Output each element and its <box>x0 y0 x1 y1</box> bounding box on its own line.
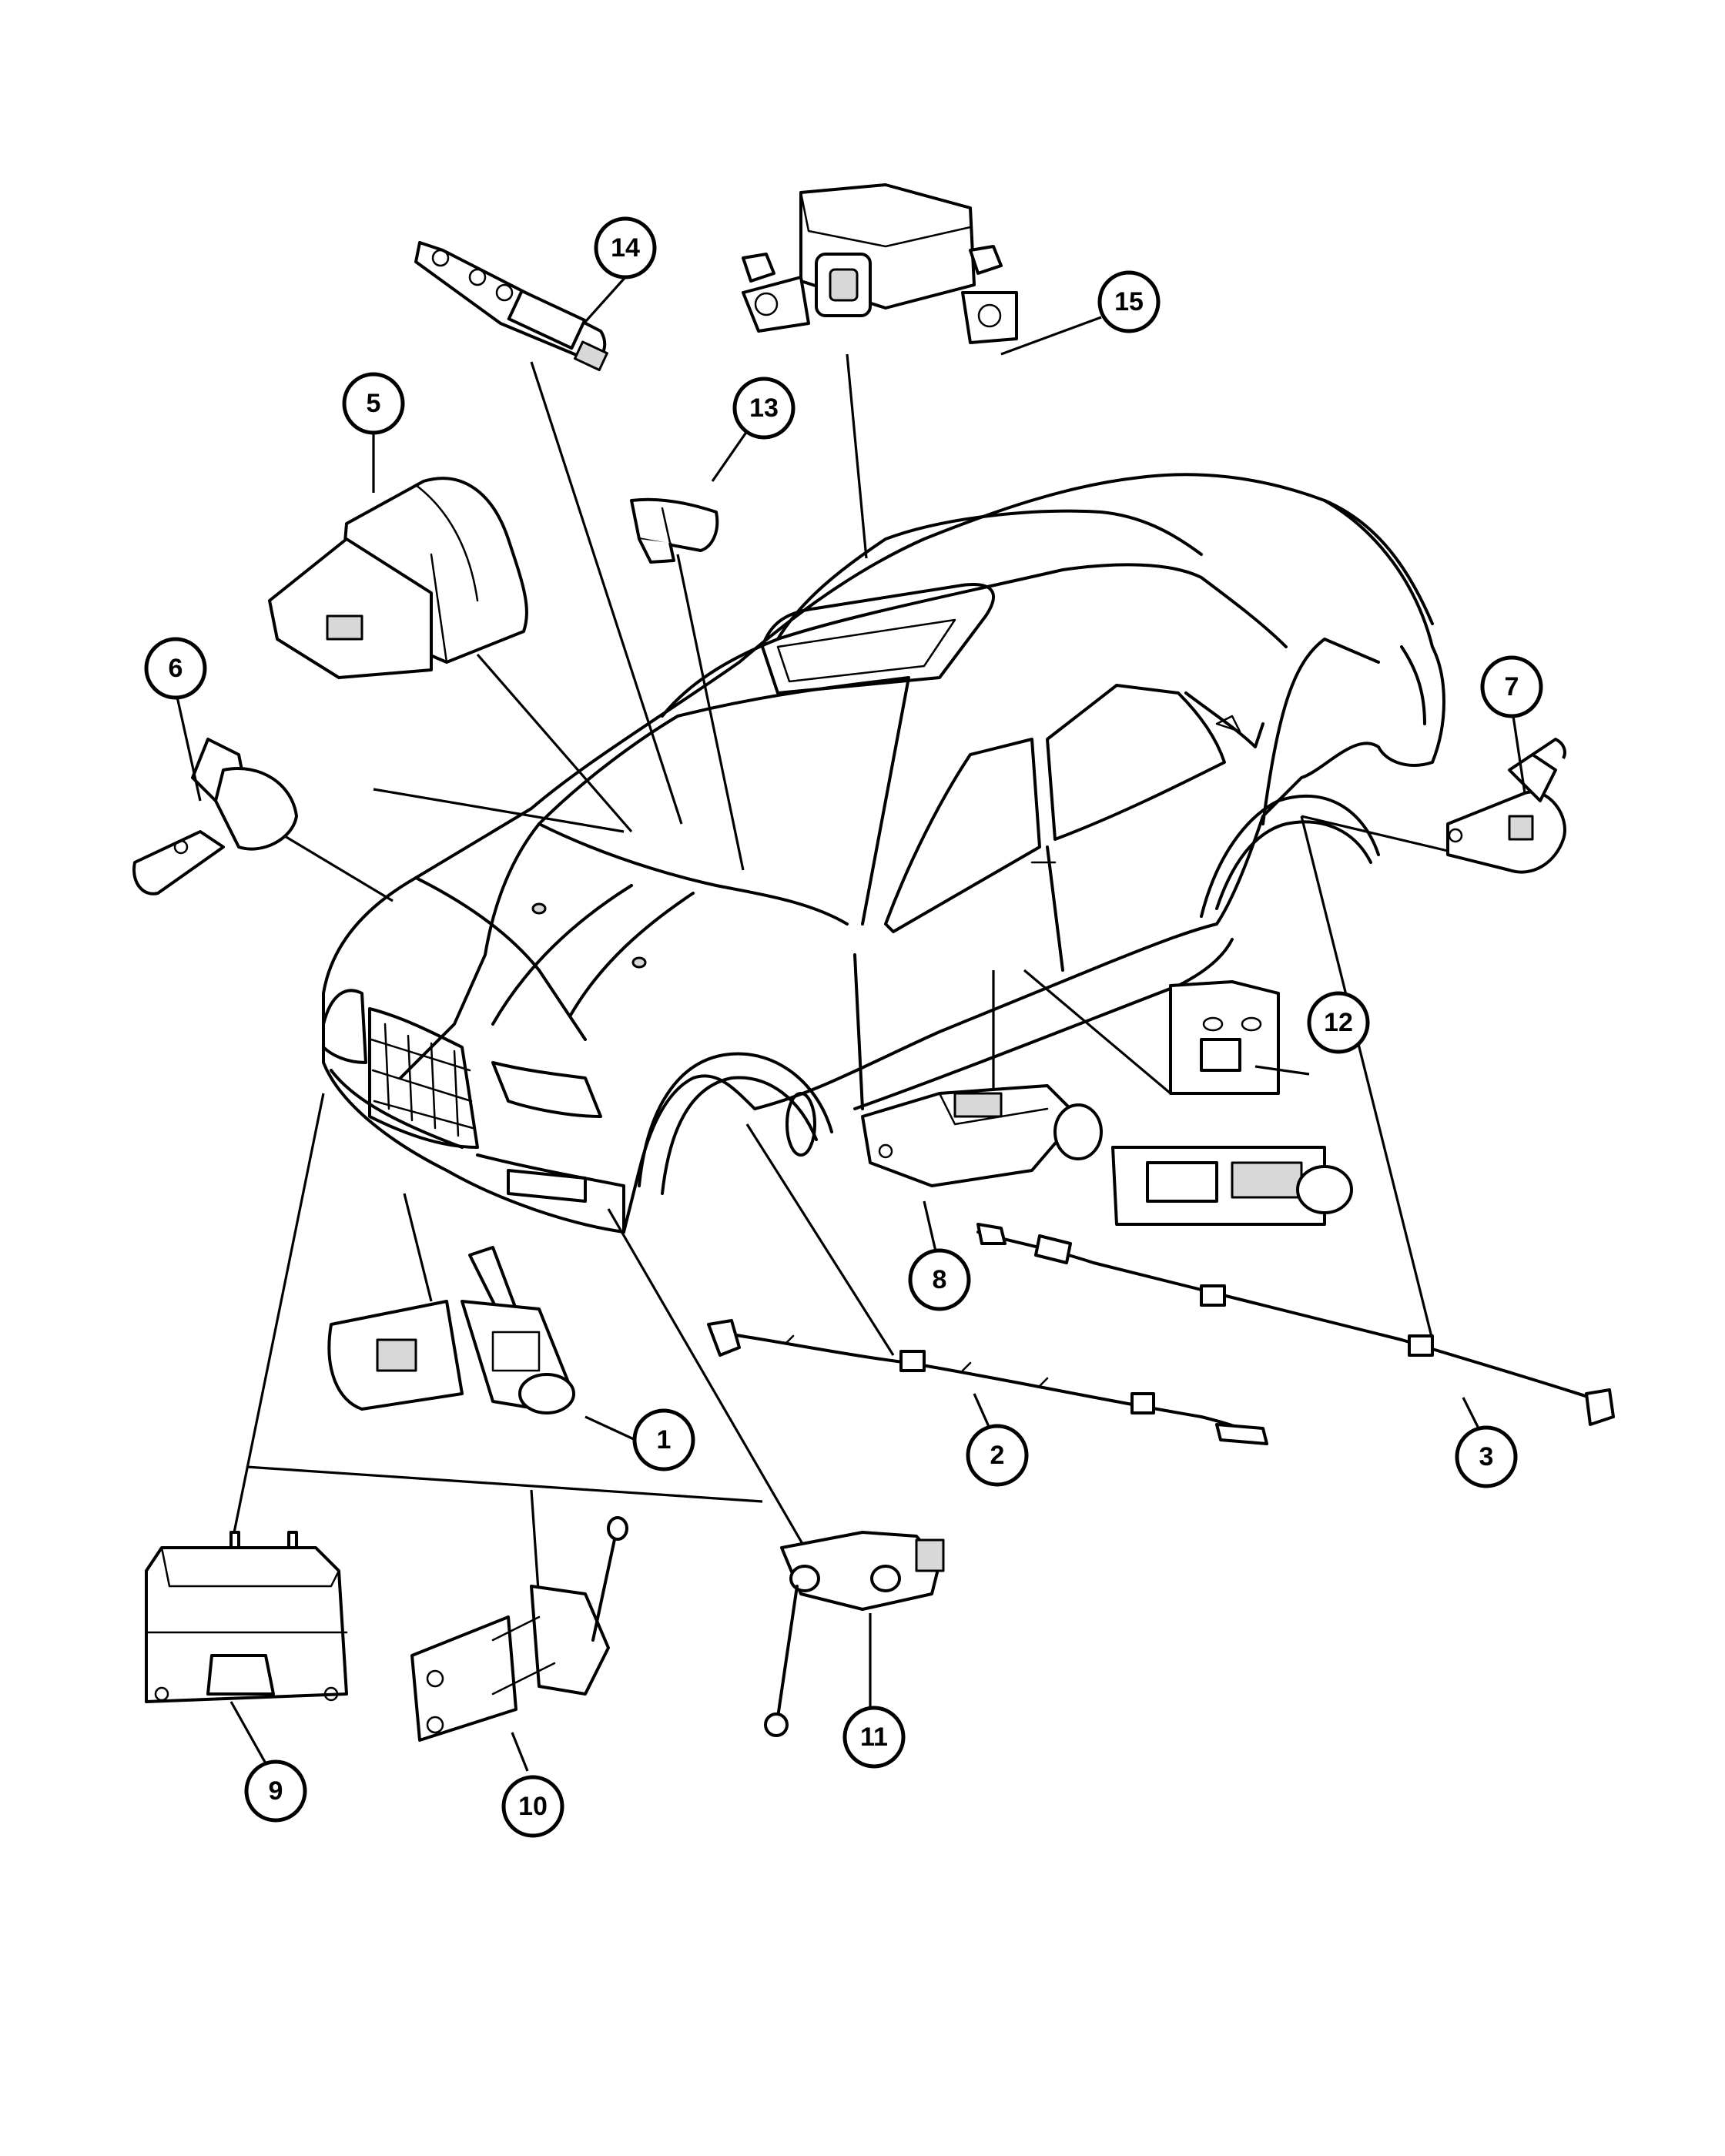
part-12-bracket-sensor <box>1111 980 1353 1226</box>
part-9-control-module <box>145 1531 348 1703</box>
callout-6-label: 6 <box>169 654 183 683</box>
part-14-sensor-strip <box>414 241 608 371</box>
part-3-wheel-speed-sensor <box>976 1223 1615 1426</box>
part-7-tpms-sensor <box>1446 738 1566 874</box>
callout-7-label: 7 <box>1505 672 1519 701</box>
callout-13-label: 13 <box>749 393 779 423</box>
leader-lines <box>229 353 1449 1602</box>
callout-5-label: 5 <box>367 389 381 418</box>
part-11-height-sensor <box>764 1531 945 1737</box>
callout-8-label: 8 <box>933 1265 947 1294</box>
callout-12: 12 <box>1307 991 1370 1054</box>
callout-1: 1 <box>632 1408 695 1471</box>
part-8-sensor <box>861 1084 1103 1187</box>
part-1-sensor <box>327 1246 575 1414</box>
callout-13: 13 <box>732 377 796 440</box>
callout-3: 3 <box>1455 1425 1518 1488</box>
callout-15-label: 15 <box>1114 287 1144 316</box>
callout-11: 11 <box>842 1706 906 1769</box>
callout-3-label: 3 <box>1479 1442 1494 1471</box>
callout-1-label: 1 <box>657 1425 672 1455</box>
callout-10-label: 10 <box>518 1792 548 1821</box>
callout-14-label: 14 <box>611 233 640 263</box>
callout-2-label: 2 <box>990 1441 1005 1470</box>
part-13-sensor <box>630 497 719 564</box>
callout-2: 2 <box>966 1424 1029 1487</box>
callout-8: 8 <box>908 1248 971 1311</box>
callout-12-label: 12 <box>1324 1008 1353 1037</box>
callout-7: 7 <box>1480 655 1543 718</box>
callout-9: 9 <box>244 1759 307 1823</box>
part-6-sensor <box>132 738 298 896</box>
callout-15: 15 <box>1097 270 1161 333</box>
callout-leaders <box>176 276 1526 1772</box>
callout-11-label: 11 <box>860 1722 888 1752</box>
part-10-height-sensor <box>410 1516 628 1742</box>
car-body <box>322 473 1445 1234</box>
callout-14: 14 <box>594 216 657 280</box>
callout-6: 6 <box>144 637 207 700</box>
callout-10: 10 <box>501 1775 564 1838</box>
part-2-wheel-speed-sensor <box>707 1319 1268 1445</box>
callout-9-label: 9 <box>269 1776 283 1806</box>
part-5-module <box>268 477 528 679</box>
part-15-control-module <box>742 183 1018 344</box>
callout-5: 5 <box>342 372 405 435</box>
